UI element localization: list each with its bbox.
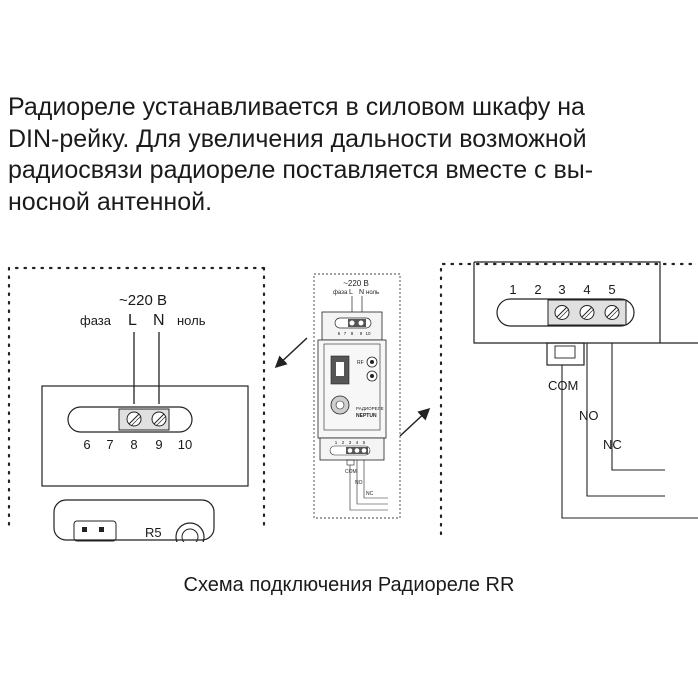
right-nc-label: NC xyxy=(603,437,622,452)
center-top-block xyxy=(348,319,366,327)
right-terminal-slot xyxy=(496,298,635,327)
left-front-panel xyxy=(53,499,215,541)
center-top-terminal-7: 7 xyxy=(344,331,347,336)
right-screw-3 xyxy=(554,305,570,320)
left-terminal-6: 6 xyxy=(83,437,90,452)
left-detail-panel: ~220 В фаза L N ноль 6 7 8 9 10 R5 xyxy=(7,266,268,554)
center-bottom-terminal-3: 3 xyxy=(349,440,352,445)
center-top-screw-2 xyxy=(358,320,364,326)
center-com-bracket xyxy=(346,459,355,466)
center-device: ~220 В фаза L N ноль 6 7 8 9 10 RF РАДИО… xyxy=(313,273,401,519)
center-status-dot xyxy=(370,374,374,378)
intro-line-3: радиосвязи радиореле поставляется вместе… xyxy=(8,156,594,184)
center-device-outline xyxy=(313,273,401,519)
intro-line-4: носной антенной. xyxy=(8,187,213,216)
right-no-label: NO xyxy=(579,408,599,423)
center-nc-wire xyxy=(363,460,388,499)
left-partial-label: R5 xyxy=(145,525,162,540)
right-terminal-2: 2 xyxy=(534,282,541,297)
center-n-label: N xyxy=(359,289,364,296)
right-nc-wire xyxy=(611,343,665,471)
left-voltage-label: ~220 В xyxy=(119,292,167,309)
arrow-to-left-detail xyxy=(274,337,308,369)
left-device-body xyxy=(41,385,249,487)
center-main-body xyxy=(317,339,387,439)
center-bottom-screw-1 xyxy=(347,448,353,453)
right-terminal-3: 3 xyxy=(558,282,565,297)
center-rf-dot xyxy=(370,360,374,364)
left-terminal-slot xyxy=(67,406,193,433)
center-no-wire xyxy=(356,460,388,505)
intro-line-2: DIN-рейку. Для увеличения дальности возм… xyxy=(8,124,587,153)
left-terminal-7: 7 xyxy=(106,437,113,452)
left-screw-8 xyxy=(126,411,142,427)
center-bottom-terminal-4: 4 xyxy=(356,440,359,445)
left-terminal-8: 8 xyxy=(130,437,137,452)
right-terminal-5: 5 xyxy=(608,282,615,297)
center-bottom-terminal-5: 5 xyxy=(363,440,366,445)
center-phase-label: фаза xyxy=(333,290,348,296)
left-terminal-9: 9 xyxy=(155,437,162,452)
right-device-body xyxy=(473,261,698,344)
center-nc-label: NC xyxy=(366,491,374,497)
center-top-terminal-10: 10 xyxy=(365,331,371,336)
center-com-label: COM xyxy=(345,469,357,475)
left-detail-mask xyxy=(8,542,268,554)
left-switch xyxy=(73,520,117,542)
left-screw-9 xyxy=(151,411,167,427)
center-bottom-terminal-2: 2 xyxy=(342,440,345,445)
diagram-caption: Схема подключения Радиореле RR xyxy=(183,574,515,596)
right-com-bracket xyxy=(546,342,585,366)
center-front-face xyxy=(323,343,381,431)
right-screw-5 xyxy=(604,305,620,320)
right-terminal-1: 1 xyxy=(509,282,516,297)
center-bottom-terminal-1: 1 xyxy=(335,440,338,445)
intro-paragraph: Радиореле устанавливается в силовом шкаф… xyxy=(8,92,688,218)
right-com-label: COM xyxy=(548,378,578,393)
center-com-wire xyxy=(349,465,388,511)
arrow-to-right-detail xyxy=(399,407,431,437)
center-antenna-inner xyxy=(335,400,345,410)
center-top-terminal-6: 6 xyxy=(338,331,341,336)
center-voltage-label: ~220 В xyxy=(343,279,369,288)
right-no-wire xyxy=(586,343,665,497)
right-terminal-4: 4 xyxy=(583,282,590,297)
center-neutral-label: ноль xyxy=(366,290,379,296)
center-l-label: L xyxy=(349,289,353,296)
center-bottom-screw-2 xyxy=(354,448,360,453)
left-terminal-10: 10 xyxy=(178,437,192,452)
left-n-label: N xyxy=(153,312,165,329)
center-brand-line-2: NEPTUN xyxy=(356,413,377,419)
left-phase-label: фаза xyxy=(80,313,112,328)
center-switch-lever xyxy=(336,362,344,376)
left-detail-border xyxy=(7,266,266,532)
intro-line-1: Радиореле устанавливается в силовом шкаф… xyxy=(8,93,585,121)
center-brand-line-1: РАДИОРЕЛЕ xyxy=(356,406,384,411)
right-com-bracket-inner xyxy=(554,345,576,359)
center-no-label: NO xyxy=(355,480,363,486)
center-bottom-screw-3 xyxy=(361,448,367,453)
right-screw-4 xyxy=(579,305,595,320)
left-switch-mark-2 xyxy=(99,527,104,532)
left-neutral-label: ноль xyxy=(177,313,206,328)
center-top-screw-1 xyxy=(349,320,355,326)
center-top-terminal-9: 9 xyxy=(360,331,363,336)
center-rf-label: RF xyxy=(357,360,364,366)
right-com-wire xyxy=(561,365,698,519)
left-switch-mark xyxy=(82,527,87,532)
left-l-label: L xyxy=(128,312,137,329)
center-top-terminal-8: 8 xyxy=(351,331,354,336)
right-detail-panel: 1 2 3 4 5 COM NO NC xyxy=(439,261,698,536)
